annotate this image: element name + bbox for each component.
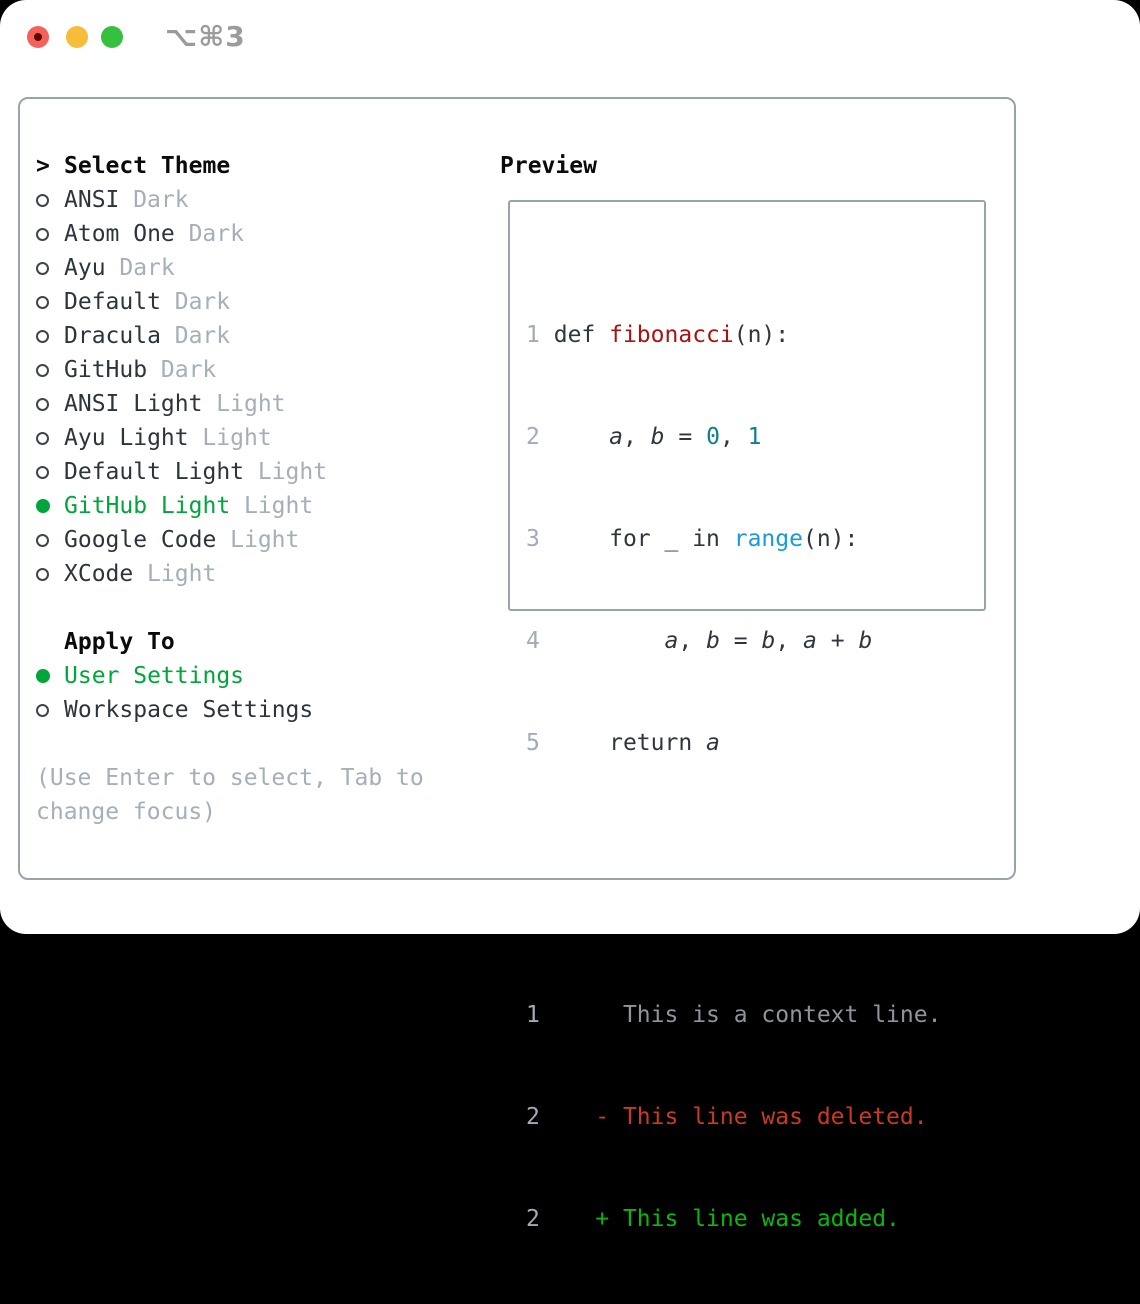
preview-title: Preview [500,153,597,179]
radio-unselected-icon [36,227,64,241]
code-preview: 1 def fibonacci(n): 2 a, b = 0, 1 3 for … [526,250,941,1304]
blank-line [526,862,941,896]
radio-unselected-icon [36,703,64,717]
radio-unselected-icon [36,363,64,377]
preview-box [508,200,986,611]
select-theme-header: > Select Theme [36,149,476,183]
code-line: 1 def fibonacci(n): [526,322,790,348]
section-title: Select Theme [64,153,231,179]
radio-unselected-icon [36,193,64,207]
keyboard-hint: change focus) [36,799,217,825]
radio-unselected-icon [36,329,64,343]
apply-to-header: Apply To [36,625,476,659]
diff-line-deleted: 2 - This line was deleted. [526,1104,928,1130]
minimize-button[interactable] [66,26,88,48]
apply-option-user-settings[interactable]: User Settings [36,659,476,693]
radio-unselected-icon [36,397,64,411]
radio-unselected-icon [36,261,64,275]
code-line: 2 a, b = 0, 1 [526,424,762,450]
section-title: Apply To [64,629,175,655]
window-title-shortcut: ⌥⌘3 [165,20,246,53]
radio-selected-icon [36,499,64,513]
radio-selected-icon [36,669,64,683]
radio-unselected-icon [36,567,64,581]
radio-unselected-icon [36,465,64,479]
diff-line-context: 1 This is a context line. [526,1002,942,1028]
radio-unselected-icon [36,295,64,309]
apply-option-workspace-settings[interactable]: Workspace Settings [36,693,476,727]
code-line: 4 a, b = b, a + b [526,628,873,654]
maximize-button[interactable] [101,26,123,48]
radio-unselected-icon [36,533,64,547]
radio-unselected-icon [36,431,64,445]
code-line: 5 return a [526,730,720,756]
keyboard-hint: (Use Enter to select, Tab to [36,765,424,791]
prompt-caret-icon: > [36,153,50,179]
diff-line-added: 2 + This line was added. [526,1206,900,1232]
code-line: 3 for _ in range(n): [526,526,859,552]
close-button[interactable] [27,26,49,48]
